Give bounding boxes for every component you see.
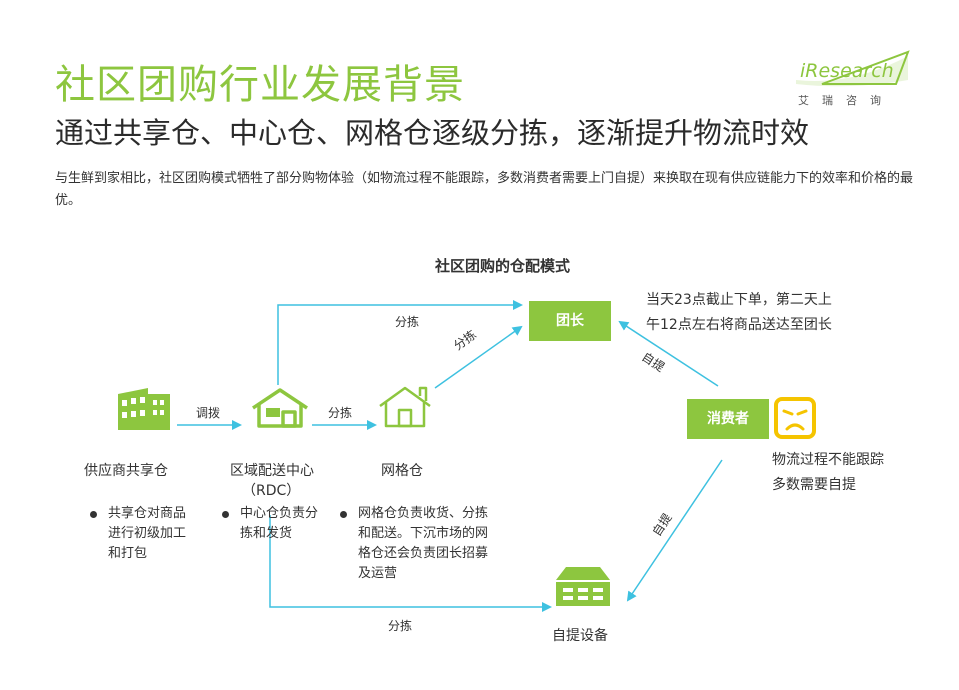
node-rdc-label-line1: 区域配送中心 bbox=[230, 463, 314, 479]
consumer-note: 物流过程不能跟踪 多数需要自提 bbox=[772, 448, 932, 498]
diagram-title: 社区团购的仓配模式 bbox=[434, 257, 570, 275]
leader-note-line2: 午12点左右将商品送达至团长 bbox=[646, 317, 832, 333]
edge-label-rdc-grid: 分拣 bbox=[328, 406, 353, 420]
edge-label-rdc-leader: 分拣 bbox=[395, 315, 420, 329]
node-consumer-box: 消费者 bbox=[687, 399, 769, 439]
rdc-warehouse-icon bbox=[252, 388, 308, 428]
node-supplier-label: 供应商共享仓 bbox=[84, 463, 168, 479]
consumer-note-line2: 多数需要自提 bbox=[772, 477, 856, 493]
arrow-rdc-to-pickup bbox=[269, 515, 552, 612]
pickup-device-icon bbox=[556, 567, 610, 606]
bullet-dot bbox=[90, 511, 97, 518]
leader-note: 当天23点截止下单，第二天上 午12点左右将商品送达至团长 bbox=[646, 288, 906, 338]
edge-label-transfer: 调拨 bbox=[196, 406, 221, 420]
intro-paragraph: 与生鲜到家相比，社区团购模式牺牲了部分购物体验（如物流过程不能跟踪，多数消费者需… bbox=[55, 171, 914, 208]
supplier-building-icon bbox=[118, 388, 170, 430]
logo-brand-cn: 艾瑞咨询 bbox=[798, 94, 894, 107]
bullet-grid: 网格仓负责收货、分拣和配送。下沉市场的网格仓还会负责团长招募及运营 bbox=[340, 504, 500, 584]
bullet-rdc-text: 中心仓负责分拣和发货 bbox=[240, 506, 319, 541]
grid-house-icon bbox=[379, 386, 431, 428]
consumer-note-line1: 物流过程不能跟踪 bbox=[772, 452, 884, 468]
edge-label-rdc-pickup: 分拣 bbox=[388, 619, 413, 633]
page-title: 社区团购行业发展背景 bbox=[55, 62, 465, 108]
iresearch-logo: iResearch 艾瑞咨询 bbox=[792, 50, 912, 110]
bullet-dot bbox=[222, 511, 229, 518]
node-leader-box: 团长 bbox=[529, 301, 611, 341]
arrow-consumer-to-pickup bbox=[626, 459, 723, 602]
logo-brand: iResearch bbox=[800, 60, 894, 82]
node-pickup-label: 自提设备 bbox=[552, 628, 608, 644]
bullet-rdc: 中心仓负责分拣和发货 bbox=[222, 504, 322, 544]
node-grid-label: 网格仓 bbox=[381, 463, 423, 479]
page-subtitle: 通过共享仓、中心仓、网格仓逐级分拣，逐渐提升物流时效 bbox=[55, 116, 810, 150]
bullet-dot bbox=[340, 511, 347, 518]
bullet-grid-text: 网格仓负责收货、分拣和配送。下沉市场的网格仓还会负责团长招募及运营 bbox=[358, 506, 489, 581]
arrow-grid-to-leader bbox=[434, 325, 523, 389]
arrow-consumer-to-leader bbox=[618, 320, 719, 387]
bullet-supplier: 共享仓对商品进行初级加工和打包 bbox=[90, 504, 190, 564]
logo-swoosh-icon bbox=[796, 50, 910, 87]
node-rdc-label-line2: （RDC） bbox=[242, 483, 301, 499]
arrow-rdc-to-leader bbox=[277, 300, 523, 385]
bullet-supplier-text: 共享仓对商品进行初级加工和打包 bbox=[108, 506, 187, 561]
leader-note-line1: 当天23点截止下单，第二天上 bbox=[646, 292, 832, 308]
sad-face-icon bbox=[774, 397, 816, 439]
